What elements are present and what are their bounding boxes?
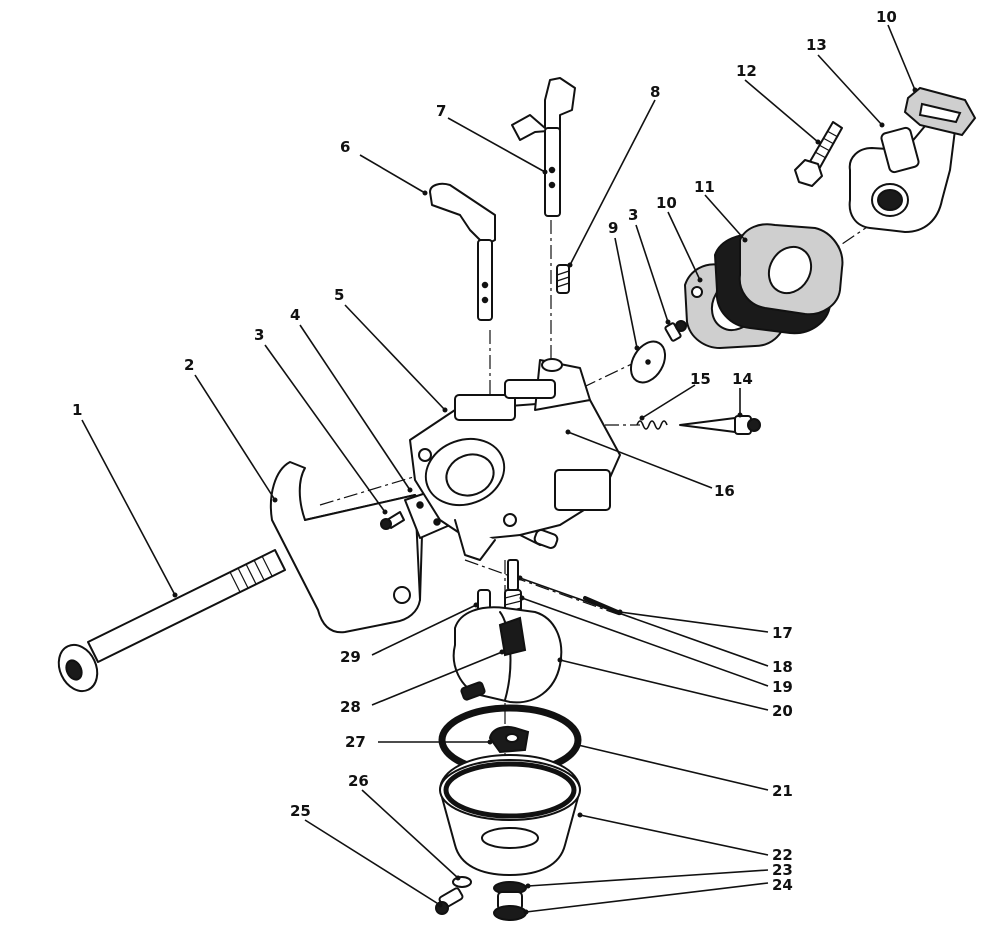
callout-27: 27 [345, 733, 366, 751]
part-3-screw-left [380, 511, 405, 530]
callout-10b: 10 [876, 8, 897, 26]
callout-7: 7 [436, 102, 446, 120]
callout-12: 12 [736, 62, 757, 80]
callout-29: 29 [340, 648, 361, 666]
part-15-spring [636, 420, 668, 430]
callout-15: 15 [690, 370, 711, 388]
part-14-needle-screw [679, 415, 761, 435]
part-17-pin [583, 596, 622, 615]
part-2-mounting-bracket [269, 461, 427, 634]
callout-11: 11 [694, 178, 715, 196]
leader-lines [81, 24, 918, 915]
part-5-carburetor-body [409, 358, 621, 561]
part-18-inlet-needle [507, 559, 519, 591]
part-6-throttle-shaft [429, 182, 496, 321]
callout-24: 24 [772, 876, 793, 894]
callout-21: 21 [772, 782, 793, 800]
part-3-screw-right [664, 320, 687, 342]
part-12-bolt [794, 121, 843, 187]
callout-8: 8 [650, 83, 660, 101]
callout-20: 20 [772, 702, 793, 720]
callout-10a: 10 [656, 194, 677, 212]
part-25-drain-screw [435, 887, 464, 915]
callout-19: 19 [772, 678, 793, 696]
callout-1: 1 [72, 401, 82, 419]
part-20-float [452, 606, 563, 704]
callout-17: 17 [772, 624, 793, 642]
callout-16: 16 [714, 482, 735, 500]
callout-9: 9 [608, 219, 618, 237]
part-11-insulator-spacer [713, 223, 844, 335]
callout-28: 28 [340, 698, 361, 716]
callout-6: 6 [340, 138, 350, 156]
callout-labels: 1 2 3 4 5 6 7 8 9 3 10 11 12 13 10 15 14… [72, 8, 897, 894]
callout-5: 5 [334, 286, 344, 304]
part-10-gasket-upper [903, 86, 977, 137]
part-1-long-bolt [57, 549, 286, 693]
callout-26: 26 [348, 772, 369, 790]
callout-3: 3 [254, 326, 264, 344]
callout-23: 23 [772, 861, 793, 879]
callout-14: 14 [732, 370, 753, 388]
part-22-float-bowl [439, 754, 581, 876]
callout-22: 22 [772, 846, 793, 864]
callout-2: 2 [184, 356, 194, 374]
part-13-intake-adapter [848, 119, 956, 233]
part-27-float-valve [488, 725, 530, 754]
callout-3b: 3 [628, 206, 638, 224]
callout-25: 25 [290, 802, 311, 820]
part-7-choke-shaft [511, 77, 576, 217]
part-9-throttle-plate [629, 340, 667, 384]
callout-13: 13 [806, 36, 827, 54]
callout-4: 4 [290, 306, 300, 324]
part-8-screw [556, 264, 570, 294]
part-24-bowl-nut [493, 891, 527, 921]
callout-18: 18 [772, 658, 793, 676]
